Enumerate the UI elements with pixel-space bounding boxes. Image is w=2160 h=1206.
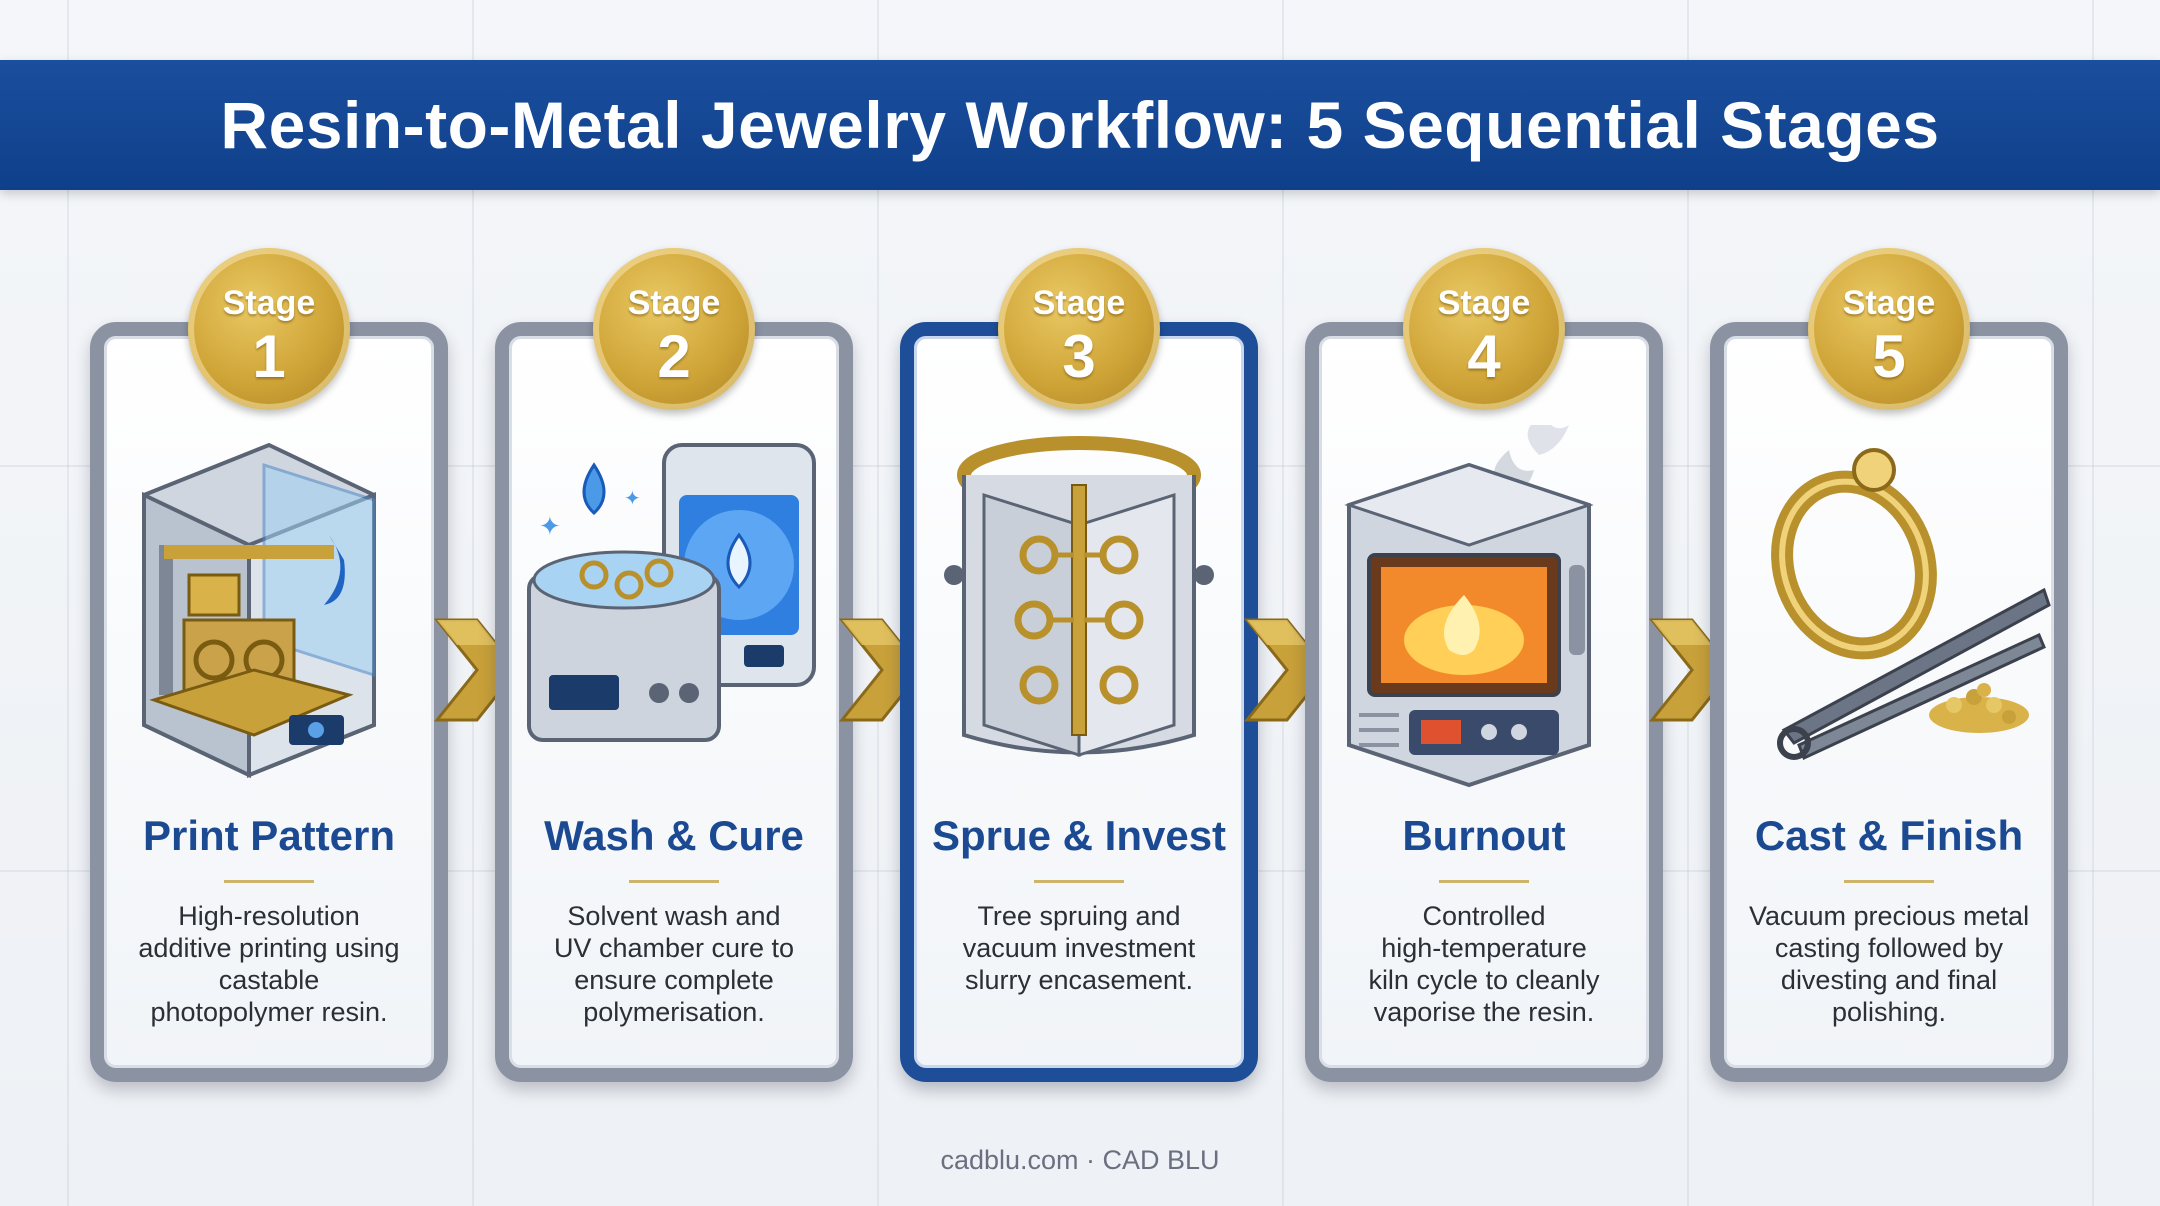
stage-badge-number: 3: [1062, 323, 1096, 390]
title-divider: [629, 880, 719, 883]
stage-badge-1: Stage 1: [188, 248, 350, 410]
footer-credit: cadblu.com · CAD BLU: [940, 1145, 1220, 1175]
stage-badge-label: Stage: [1032, 284, 1126, 322]
stage-badge-number: 4: [1467, 323, 1501, 390]
stage-card-5: [1710, 322, 2068, 1082]
stage-badge-2: Stage 2: [593, 248, 755, 410]
stage-badge-5: Stage 5: [1808, 248, 1970, 410]
stage-title-4: Burnout: [1402, 812, 1566, 859]
title-divider: [1844, 880, 1934, 883]
stage-badge-number: 1: [252, 323, 286, 390]
stage-badge-number: 5: [1872, 323, 1906, 390]
title-banner: Resin-to-Metal Jewelry Workflow: 5 Seque…: [0, 60, 2160, 190]
title-divider: [1439, 880, 1529, 883]
stage-badge-label: Stage: [627, 284, 721, 322]
stage-badge-3: Stage 3: [998, 248, 1160, 410]
resin-3d-printer-icon: [142, 442, 376, 779]
stage-badge-number: 2: [657, 323, 691, 390]
stage-title-2: Wash & Cure: [544, 812, 804, 859]
burnout-kiln-icon: [1344, 425, 1594, 788]
stage-title-5: Cast & Finish: [1754, 812, 2024, 859]
stage-badge-4: Stage 4: [1403, 248, 1565, 410]
stage-title-3: Sprue & Invest: [931, 812, 1227, 859]
sprue-tree-flask-icon: [944, 436, 1214, 758]
stage-title-1: Print Pattern: [142, 812, 396, 859]
svg-text:✦: ✦: [624, 486, 641, 510]
svg-text:✦: ✦: [539, 512, 561, 542]
stage-badge-label: Stage: [1842, 284, 1936, 322]
title-divider: [1034, 880, 1124, 883]
stage-badge-label: Stage: [1437, 284, 1531, 322]
wash-and-uv-cure-icon: ✦ ✦: [527, 443, 816, 742]
title-divider: [224, 880, 314, 883]
page-title: Resin-to-Metal Jewelry Workflow: 5 Seque…: [220, 88, 1940, 162]
gold-ring-tongs-icon: [1771, 448, 2051, 761]
stage-badge-label: Stage: [222, 284, 316, 322]
